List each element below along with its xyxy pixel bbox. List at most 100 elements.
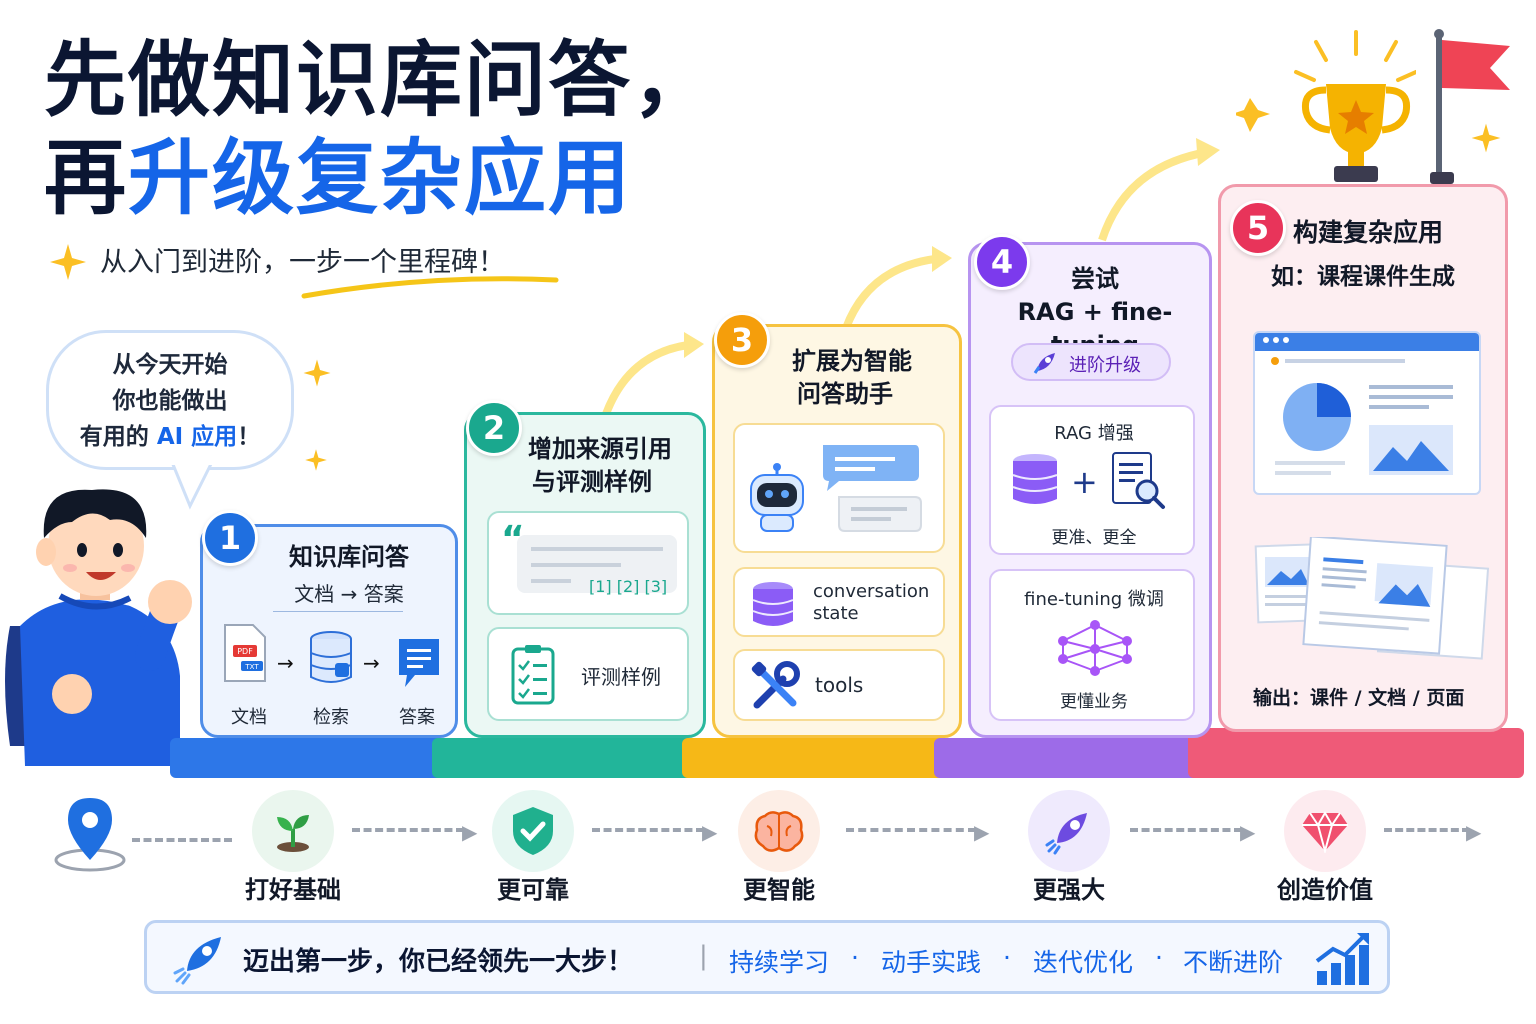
step4-title-line1: 尝试: [1071, 265, 1119, 293]
step3-title-line1: 扩展为智能: [792, 347, 912, 375]
plus-icon: +: [1071, 463, 1098, 501]
arrowhead-icon: ▶: [702, 820, 718, 844]
path-dash: [1384, 828, 1470, 832]
document-icon: PDF TXT: [219, 623, 269, 687]
speech-line3: 有用的 AI 应用！: [49, 419, 291, 455]
step2-title-line1: 增加来源引用: [528, 435, 672, 463]
footer-item-2: 动手实践: [881, 948, 982, 977]
step3-badge: 3: [714, 312, 770, 368]
path-dash: [592, 828, 704, 832]
step5-card: 构建复杂应用 如：课程课件生成: [1218, 184, 1508, 732]
speech-bubble: 从今天开始 你也能做出 有用的 AI 应用！: [46, 330, 294, 470]
arrow-icon: →: [277, 651, 294, 675]
speech-line3-prefix: 有用的: [79, 424, 157, 450]
eval-panel: 评测样例: [487, 627, 689, 721]
pdf-tag: PDF: [237, 647, 253, 656]
title-prefix: 再: [44, 131, 129, 226]
flag-icon: [1430, 28, 1520, 192]
milestone-4-label: 更强大: [1033, 876, 1105, 904]
footer-item-1: 持续学习: [729, 948, 830, 977]
sparkle-icon: [1470, 122, 1502, 158]
arrowhead-icon: ▶: [462, 820, 478, 844]
step-arrow-icon: [600, 330, 710, 424]
milestone-3-label: 更智能: [743, 876, 815, 904]
step3-title-line2: 问答助手: [797, 380, 893, 408]
conversation-state-panel: conversation state: [733, 567, 945, 637]
student-avatar: [0, 476, 200, 780]
path-dash: [132, 838, 232, 842]
arrowhead-icon: ▶: [1240, 820, 1256, 844]
step-arrow-icon: [840, 244, 960, 338]
footer-banner: 迈出第一步，你已经领先一大步！ | 持续学习 · 动手实践 · 迭代优化 · 不…: [144, 920, 1390, 994]
rocket-icon: [1028, 790, 1110, 872]
finetune-caption: 更懂业务: [1060, 692, 1128, 712]
step5-example: 如：课程课件生成: [1271, 264, 1455, 290]
footer-headline: 迈出第一步，你已经领先一大步！: [243, 947, 634, 977]
tools-label: tools: [815, 673, 864, 697]
path-dash: [1130, 828, 1242, 832]
slides-preview-icon: [1251, 535, 1491, 671]
conversation-state-line2: state: [813, 603, 859, 624]
sprout-icon: [252, 790, 334, 872]
rocket-icon: [1031, 349, 1059, 381]
step4-badge: 4: [974, 234, 1030, 290]
database-icon: [1011, 453, 1059, 513]
eval-label: 评测样例: [581, 665, 661, 689]
milestone-2-label: 更可靠: [497, 876, 569, 904]
rag-caption: 更准、更全: [1051, 528, 1137, 548]
database-icon: [751, 581, 795, 633]
sparkle-icon: [302, 358, 332, 392]
footer-sep: ·: [851, 943, 859, 972]
rag-title: RAG 增强: [1054, 423, 1134, 444]
document-search-icon: [1109, 451, 1169, 517]
network-icon: [1053, 619, 1137, 681]
step-arrow-icon: [1096, 136, 1226, 250]
step2-title-line2: 与评测样例: [532, 468, 652, 496]
citation-panel: “ [1] [2] [3]: [487, 511, 689, 615]
tools-panel: tools: [733, 649, 945, 721]
step4-card: 尝试 RAG + fine-tuning 进阶升级 RAG 增强 + 更准、更全: [968, 242, 1212, 738]
speech-line1: 从今天开始: [112, 352, 228, 378]
trophy-icon: [1232, 28, 1418, 192]
step5-output: 输出：课件 / 文档 / 页面: [1253, 687, 1465, 709]
brain-icon: [738, 790, 820, 872]
step5-badge: 5: [1230, 200, 1286, 256]
diamond-icon: [1284, 790, 1366, 872]
flow-label-doc: 文档: [231, 707, 267, 728]
speech-highlight: AI 应用: [156, 424, 238, 450]
page-title-line2: 再升级复杂应用: [44, 138, 632, 220]
step3-base: [682, 738, 952, 778]
footer-item-4: 不断进阶: [1183, 948, 1284, 977]
path-dash: [352, 828, 464, 832]
footer-item-3: 迭代优化: [1033, 948, 1134, 977]
location-pin-icon: [52, 794, 132, 878]
footer-sep: ·: [1003, 943, 1011, 972]
step4-base: [934, 738, 1206, 778]
quoted-text-block: [517, 535, 677, 593]
webpage-preview-icon: [1253, 331, 1481, 495]
finetune-panel: fine-tuning 微调 更懂业务: [989, 569, 1195, 721]
title-highlight: 升级复杂应用: [128, 131, 633, 226]
arrow-icon: →: [363, 651, 380, 675]
speech-line2: 你也能做出: [112, 388, 228, 414]
conversation-state-label: conversation state: [813, 581, 929, 625]
footer-sep: ·: [1155, 943, 1163, 972]
rocket-icon: [173, 933, 227, 989]
flow-label-answer: 答案: [399, 707, 435, 728]
sparkle-icon: [48, 242, 88, 286]
divider: [273, 611, 403, 612]
step5-base: [1188, 728, 1524, 778]
step2-badge: 2: [466, 400, 522, 456]
robot-icon: [745, 463, 809, 537]
wrench-screwdriver-icon: [749, 659, 803, 717]
citation-refs: [1] [2] [3]: [589, 577, 668, 596]
database-icon: [307, 631, 355, 691]
step1-subtitle: 文档 → 答案: [294, 582, 404, 606]
step5-title: 构建复杂应用: [1293, 218, 1444, 247]
assistant-panel: [733, 423, 945, 553]
step1-title: 知识库问答: [289, 543, 409, 571]
milestone-1-label: 打好基础: [245, 876, 341, 904]
subtitle-underline: [300, 272, 560, 306]
rag-panel: RAG 增强 + 更准、更全: [989, 405, 1195, 555]
step2-card: 增加来源引用 与评测样例 “ [1] [2] [3] 评测样例: [464, 412, 706, 738]
